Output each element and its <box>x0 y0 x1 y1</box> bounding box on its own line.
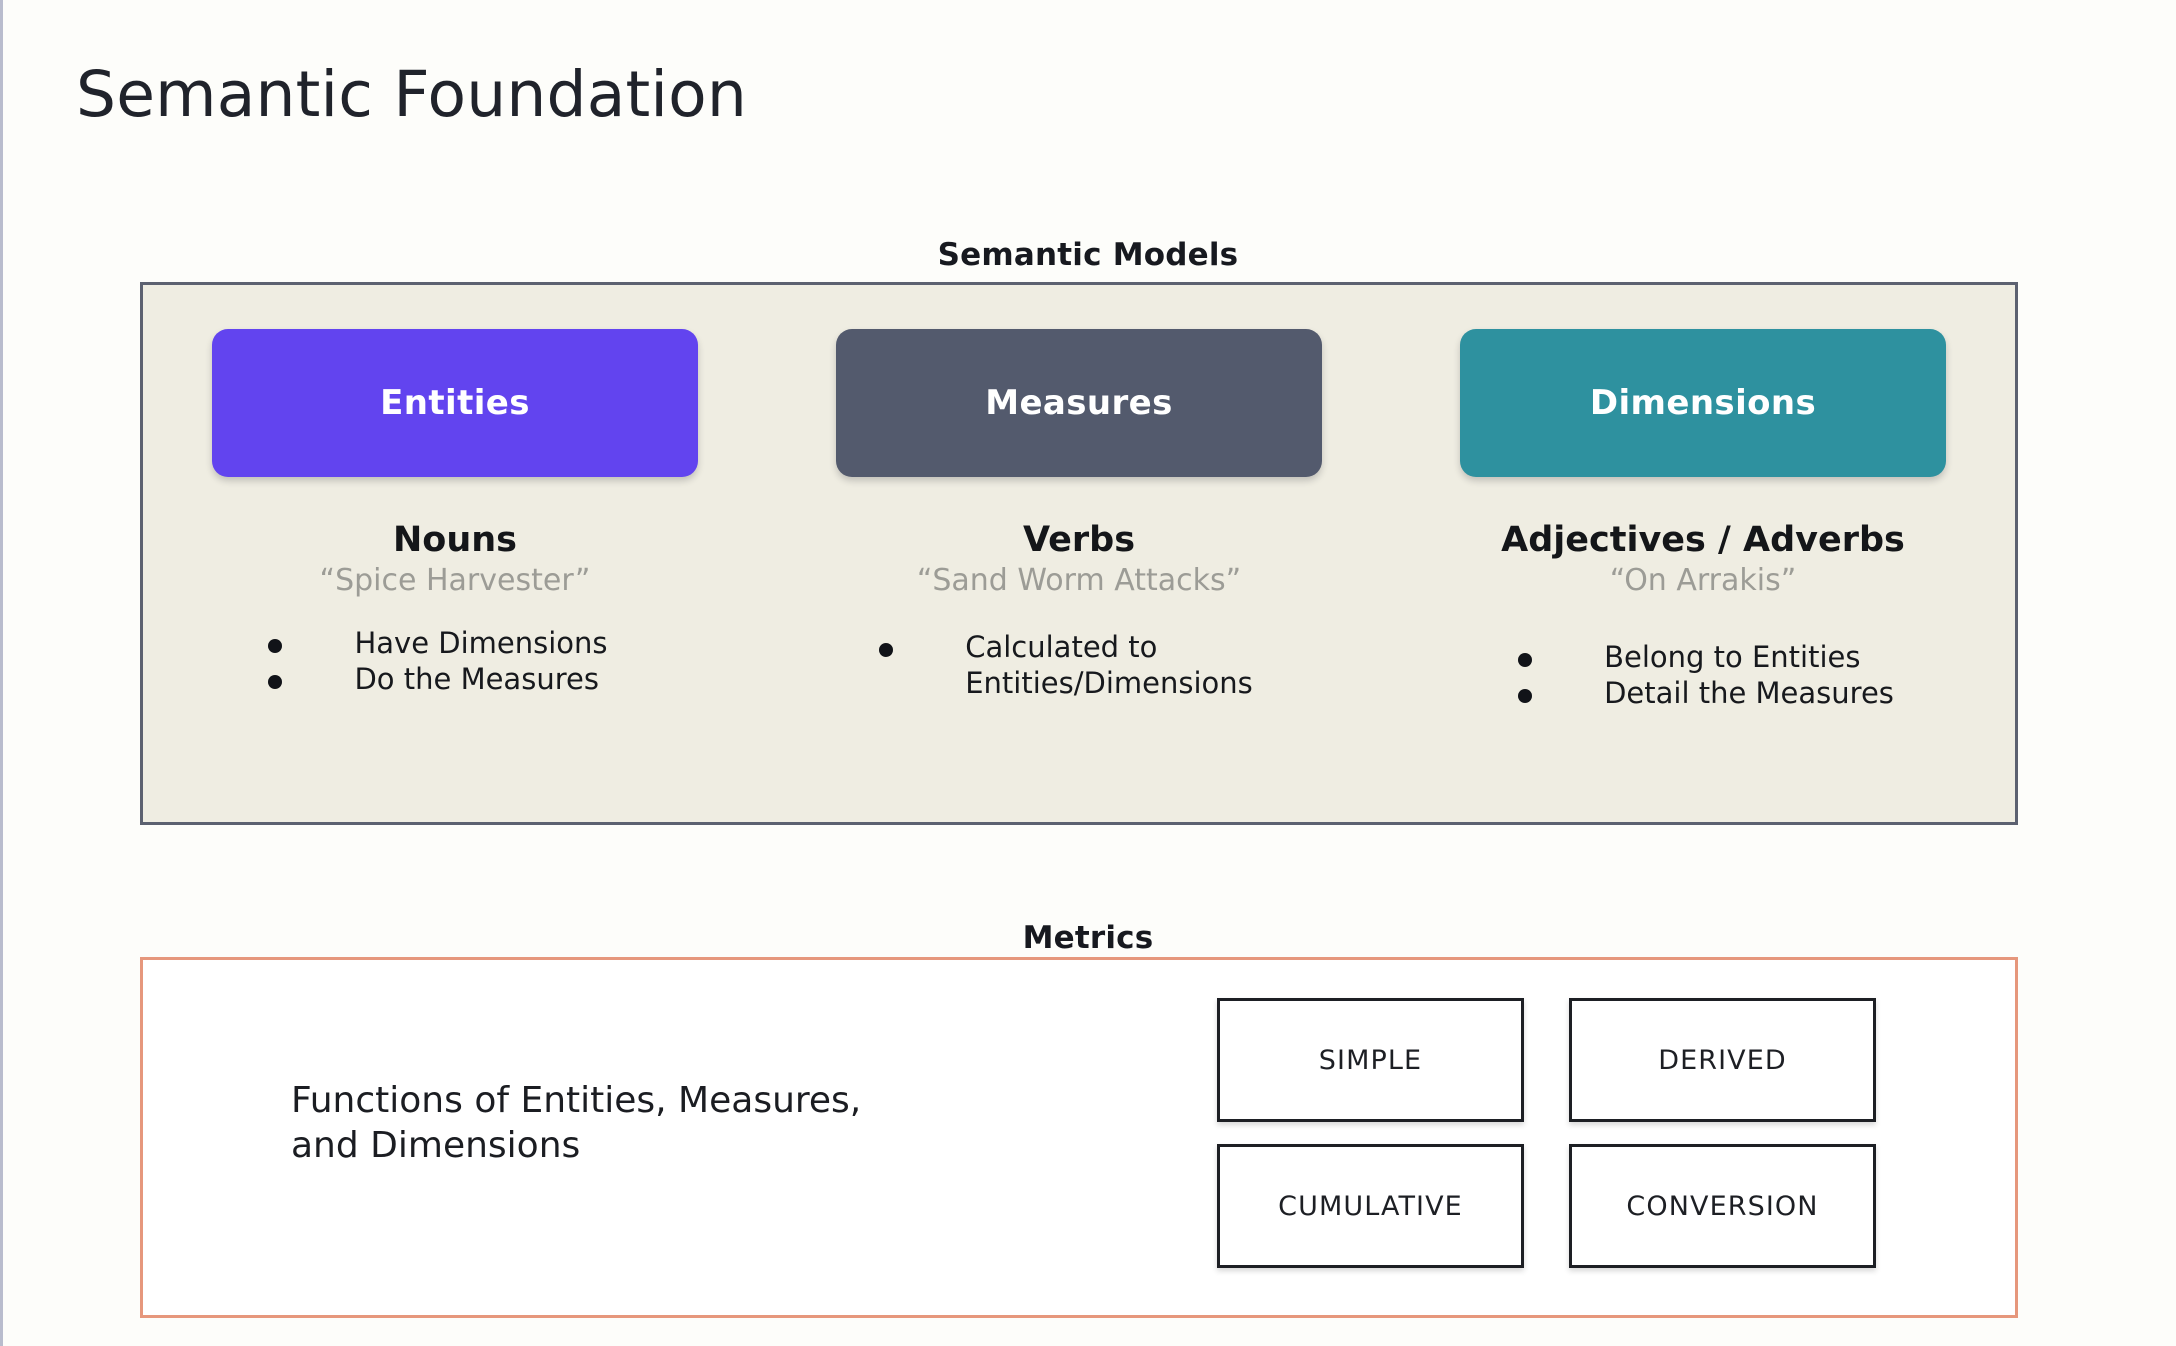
list-item: Detail the Measures <box>1518 676 1894 712</box>
list-item: Do the Measures <box>268 662 607 698</box>
page-title: Semantic Foundation <box>76 58 747 131</box>
column-dimensions: Dimensions Adjectives / Adverbs “On Arra… <box>1391 285 2015 822</box>
metrics-caption: Metrics <box>1022 920 1154 956</box>
list-item: Belong to Entities <box>1518 640 1894 676</box>
bullet-dot-icon <box>1518 653 1533 667</box>
example-entities: “Spice Harvester” <box>319 563 591 598</box>
list-item: Have Dimensions <box>268 626 608 662</box>
bullet-text: Have Dimensions <box>354 626 608 660</box>
metric-type-conversion[interactable]: CONVERSION <box>1569 1144 1876 1268</box>
semantic-models-caption: Semantic Models <box>937 237 1239 273</box>
chip-dimensions[interactable]: Dimensions <box>1460 329 1946 477</box>
bullet-dot-icon <box>268 639 283 653</box>
bullet-text: Calculated to Entities/Dimensions <box>965 630 1253 700</box>
bullet-dot-icon <box>879 643 894 657</box>
bullet-text: Belong to Entities <box>1604 640 1861 674</box>
list-item: Calculated to Entities/Dimensions <box>879 630 1253 702</box>
bullet-text: Detail the Measures <box>1604 675 1894 710</box>
column-entities: Entities Nouns “Spice Harvester” Have Di… <box>143 285 767 822</box>
example-dimensions: “On Arrakis” <box>1609 563 1797 598</box>
bullet-dot-icon <box>268 674 283 689</box>
column-measures: Measures Verbs “Sand Worm Attacks” Calcu… <box>767 285 1391 822</box>
metric-type-cumulative[interactable]: CUMULATIVE <box>1217 1144 1524 1268</box>
chip-entities[interactable]: Entities <box>212 329 698 477</box>
chip-measures[interactable]: Measures <box>836 329 1322 477</box>
part-of-speech-entities: Nouns <box>392 520 517 560</box>
part-of-speech-dimensions: Adjectives / Adverbs <box>1501 520 1905 560</box>
bullet-list-measures: Calculated to Entities/Dimensions <box>879 630 1253 702</box>
part-of-speech-measures: Verbs <box>1022 520 1136 560</box>
semantic-models-columns: Entities Nouns “Spice Harvester” Have Di… <box>143 285 2015 822</box>
example-measures: “Sand Worm Attacks” <box>916 563 1242 598</box>
left-edge-artifact <box>0 0 3 1346</box>
metric-type-grid: SIMPLE DERIVED CUMULATIVE CONVERSION <box>1217 998 1876 1268</box>
bullet-list-entities: Have Dimensions Do the Measures <box>268 626 608 698</box>
metric-type-simple[interactable]: SIMPLE <box>1217 998 1524 1122</box>
metric-type-derived[interactable]: DERIVED <box>1569 998 1876 1122</box>
semantic-models-panel: Entities Nouns “Spice Harvester” Have Di… <box>140 282 2018 825</box>
bullet-dot-icon <box>1518 688 1533 703</box>
metrics-description: Functions of Entities, Measures, and Dim… <box>291 1080 862 1167</box>
metrics-panel: Functions of Entities, Measures, and Dim… <box>140 957 2018 1318</box>
bullet-list-dimensions: Belong to Entities Detail the Measures <box>1518 640 1894 712</box>
bullet-text: Do the Measures <box>354 661 599 696</box>
